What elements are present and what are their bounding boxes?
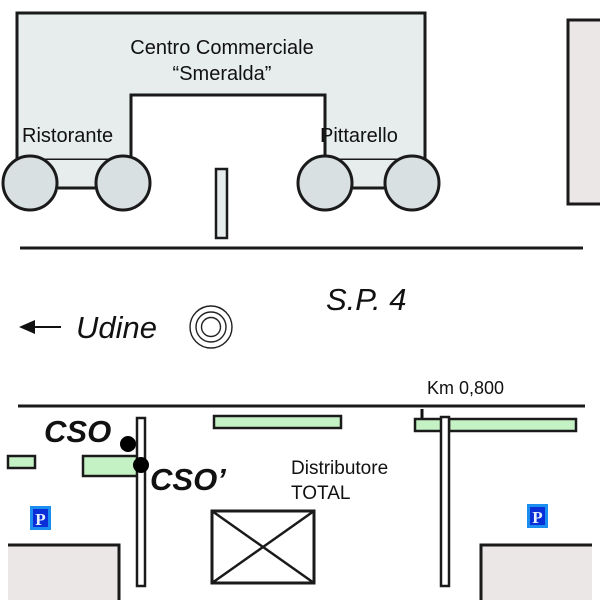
cso-label: CSO <box>44 414 111 449</box>
parking-label: P <box>35 510 45 529</box>
pittarello-label: Pittarello <box>320 125 398 147</box>
building-southwest-outline <box>8 543 121 600</box>
mall-title-line2: “Smeralda” <box>173 63 272 85</box>
fuel-station-canopy[interactable] <box>210 509 316 585</box>
cso-point[interactable] <box>120 436 136 452</box>
km-marker-label: Km 0,800 <box>427 378 504 398</box>
building-southwest <box>8 545 119 600</box>
station-label-line2: TOTAL <box>291 483 350 504</box>
direction-label: Udine <box>76 310 157 345</box>
building-southeast <box>481 545 592 600</box>
parking-icon[interactable]: P <box>30 506 51 530</box>
mall-title-line1: Centro Commerciale <box>130 37 313 59</box>
building-southeast-outline <box>479 543 592 600</box>
parking-label: P <box>532 508 542 527</box>
side-building <box>566 18 600 206</box>
station-label-line1: Distributore <box>291 458 388 479</box>
green-strip <box>81 454 140 478</box>
roundabout-icon[interactable] <box>189 305 233 349</box>
column-circle <box>296 154 354 212</box>
side-road-post <box>439 415 451 588</box>
road-name: S.P. 4 <box>326 282 406 317</box>
column-circle <box>1 154 59 212</box>
green-strip <box>413 417 444 433</box>
parking-icon[interactable]: P <box>527 504 548 528</box>
entrance-post <box>214 167 229 240</box>
side-road-post <box>135 416 147 588</box>
column-circle <box>94 154 152 212</box>
cso-prime-point[interactable] <box>133 457 149 473</box>
ristorante-label: Ristorante <box>22 125 113 147</box>
green-strip <box>447 417 578 433</box>
arrow-left-icon <box>19 320 61 334</box>
column-circle <box>383 154 441 212</box>
cso-prime-label: CSO’ <box>150 462 226 497</box>
green-strip <box>212 414 343 430</box>
green-strip <box>6 454 37 470</box>
